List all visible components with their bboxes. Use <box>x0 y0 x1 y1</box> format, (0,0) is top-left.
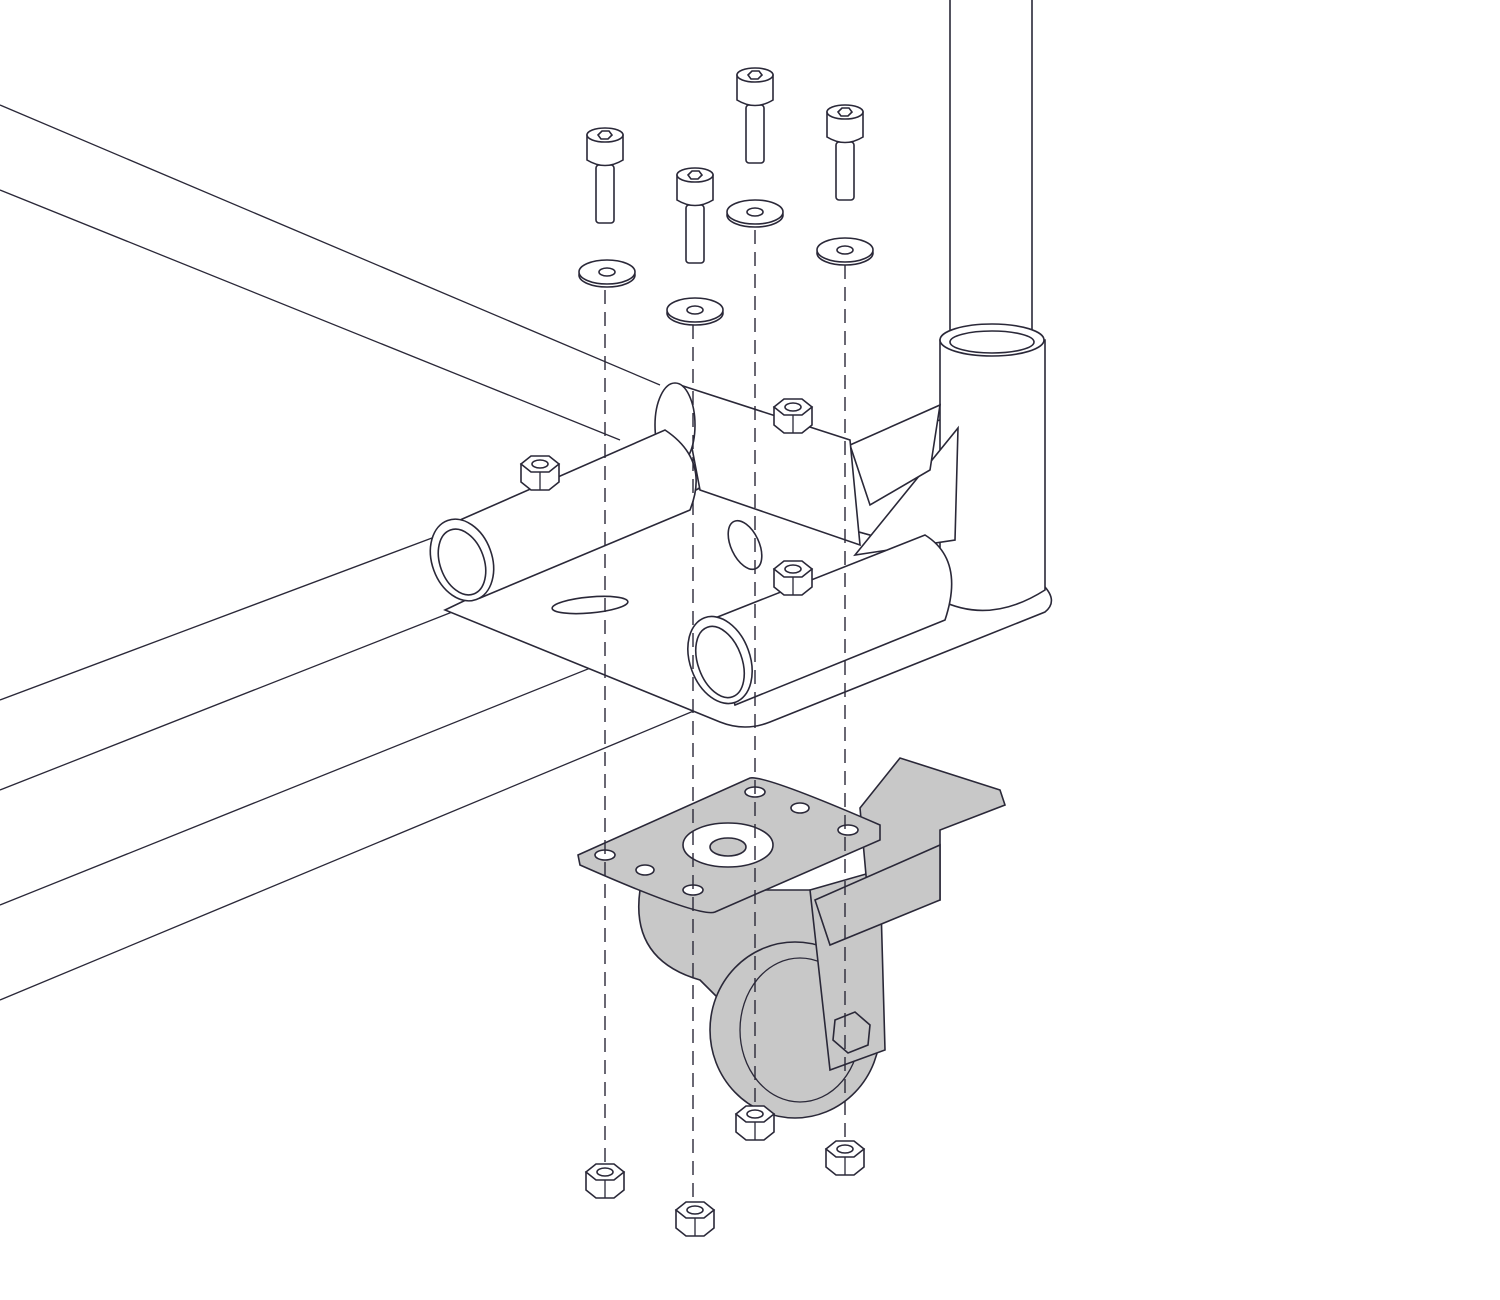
hex-nut <box>519 455 561 491</box>
flat-washer <box>816 237 874 266</box>
socket-head-bolt <box>736 67 774 164</box>
slot-hole <box>727 519 763 571</box>
hex-nut <box>824 1140 866 1176</box>
brake-housing <box>814 843 941 947</box>
vertical-sleeve <box>939 323 1046 612</box>
front-tube-sleeve <box>687 534 953 707</box>
lower-front-tube <box>0 627 721 1001</box>
axle-bolt-head <box>832 1011 871 1054</box>
flat-washer <box>578 259 636 288</box>
flat-washer <box>666 297 724 326</box>
upper-side-tube <box>0 104 661 441</box>
caster-wheel <box>577 757 1007 1119</box>
left-tube-sleeve <box>429 429 697 602</box>
flat-washer <box>726 199 784 228</box>
gusset-plate <box>849 403 942 507</box>
vertical-post <box>949 0 1033 349</box>
hex-nut <box>584 1163 626 1199</box>
hex-nut <box>772 560 814 596</box>
socket-head-bolt <box>826 104 864 201</box>
socket-head-bolt <box>676 167 714 264</box>
mounting-holes <box>594 786 859 896</box>
hex-nut <box>674 1201 716 1237</box>
slot-hole <box>551 595 629 615</box>
hex-nut <box>734 1105 776 1141</box>
alignment-lines <box>604 230 846 1200</box>
hex-nut <box>772 398 814 434</box>
socket-head-bolt <box>586 127 624 224</box>
lower-left-tube <box>0 534 471 791</box>
